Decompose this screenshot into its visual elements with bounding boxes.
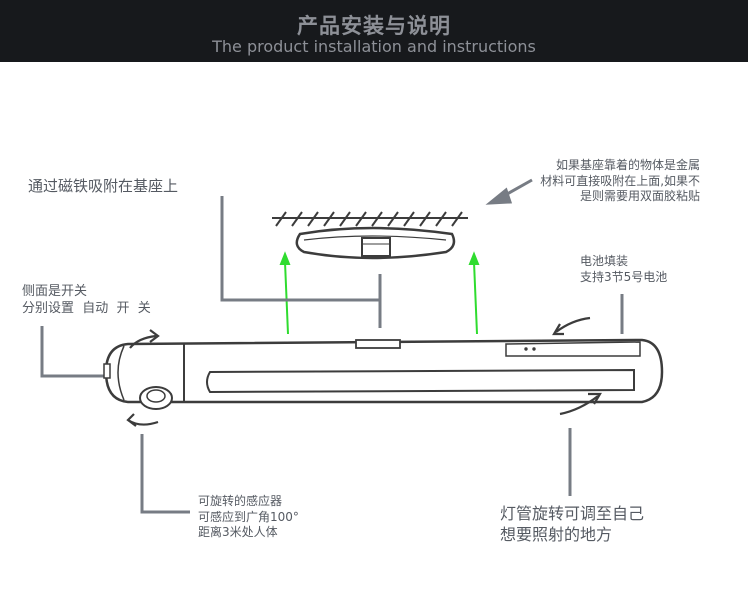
adhesive-line-2: 材料可直接吸附在上面,如果不 — [540, 173, 701, 188]
adhesive-arrow — [485, 178, 533, 205]
switch-line-1: 侧面是开关 — [22, 284, 88, 299]
adhesive-label: 如果基座靠着的物体是金属 材料可直接吸附在上面,如果不 是则需要用双面胶粘贴 — [540, 158, 700, 205]
rotate-line-2: 想要照射的地方 — [500, 524, 613, 544]
sensor-label: 可旋转的感应器 可感应到广角100° 距离3米处人体 — [198, 494, 299, 541]
rotate-line-1: 灯管旋转可调至自己 — [500, 504, 645, 523]
battery-label: 电池填装 支持3节5号电池 — [580, 254, 667, 285]
switch-callout-line — [40, 326, 104, 378]
page-title: 产品安装与说明 — [297, 14, 451, 38]
rotate-label: 灯管旋转可调至自己 想要照射的地方 — [500, 504, 644, 546]
battery-line-1: 电池填装 — [580, 254, 629, 268]
lamp-body — [103, 338, 664, 410]
battery-line-2: 支持3节5号电池 — [580, 269, 668, 284]
magnet-bracket — [220, 196, 382, 328]
magnet-label: 通过磁铁吸附在基座上 — [28, 177, 179, 195]
page-subtitle: The product installation and instruction… — [212, 37, 536, 56]
sensor-line-3: 距离3米处人体 — [198, 525, 278, 540]
sensor-line-2: 可感应到广角100° — [198, 509, 299, 524]
switch-line-2: 分别设置 自动 开 关 — [22, 300, 151, 316]
adhesive-line-1: 如果基座靠着的物体是金属 — [556, 158, 701, 172]
mounting-base — [295, 226, 456, 260]
header-banner: 产品安装与说明 The product installation and ins… — [0, 0, 748, 62]
rotation-arrows — [126, 316, 602, 427]
sensor-callout-line — [140, 434, 190, 514]
switch-label: 侧面是开关 分别设置 自动 开 关 — [22, 284, 151, 318]
adhesive-line-3: 是则需要用双面胶粘贴 — [580, 189, 701, 204]
sensor-line-1: 可旋转的感应器 — [198, 494, 283, 508]
green-arrows — [279, 251, 480, 335]
wall-hatch — [272, 211, 468, 227]
